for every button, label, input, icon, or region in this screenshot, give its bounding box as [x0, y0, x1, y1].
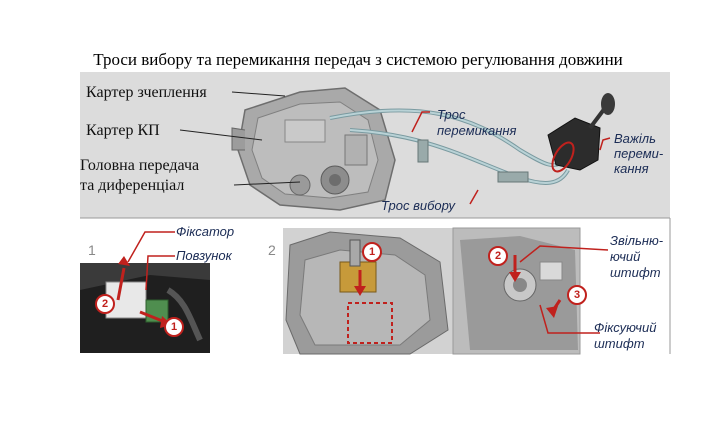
final-drive-label-line2: та диференціал — [80, 177, 185, 194]
retainer-label: Фіксатор — [176, 224, 235, 239]
panel2-badge-1: 1 — [362, 242, 382, 262]
final-drive-label-line1: Головна передача — [80, 157, 200, 174]
release-pin-label-line2: ючий — [610, 249, 641, 264]
red-callouts-top — [411, 111, 611, 205]
shift-lever-label-line1: Важіль — [614, 131, 656, 146]
page-title: Троси вибору та перемикання передач з си… — [93, 50, 623, 69]
panel2-callouts — [519, 245, 609, 334]
fixing-pin-label-line2: штифт — [594, 336, 645, 351]
clutch-housing-label: Картер зчеплення — [86, 84, 207, 101]
shift-lever-label-line2: переми- — [614, 146, 664, 161]
panel2-badge-2: 2 — [488, 246, 508, 266]
shift-lever-label-line3: кання — [614, 161, 649, 176]
release-pin-label-line3: штифт — [610, 265, 661, 280]
panel1-badge-1: 1 — [164, 317, 184, 337]
panel1-callouts — [127, 231, 175, 291]
panel2-badge-3: 3 — [567, 285, 587, 305]
panel2-number: 2 — [268, 242, 276, 258]
leader-lines — [179, 91, 301, 186]
shift-cable-label-line2: перемикання — [437, 123, 517, 138]
gearbox-drawing — [231, 87, 396, 211]
select-cable-label: Трос вибору — [381, 198, 455, 213]
gearbox-housing-label: Картер КП — [86, 122, 160, 139]
slider-label: Повзунок — [176, 248, 232, 263]
shift-cable-label-line1: Трос — [437, 107, 466, 122]
release-pin-label-line1: Звільню- — [610, 233, 664, 248]
panel1-badge-2: 2 — [95, 294, 115, 314]
cables-drawing — [329, 108, 570, 185]
fixing-pin-label-line1: Фіксуючий — [594, 320, 657, 335]
panel1-photo — [80, 256, 210, 353]
shift-lever-drawing — [547, 93, 615, 173]
panel1-number: 1 — [88, 242, 96, 258]
